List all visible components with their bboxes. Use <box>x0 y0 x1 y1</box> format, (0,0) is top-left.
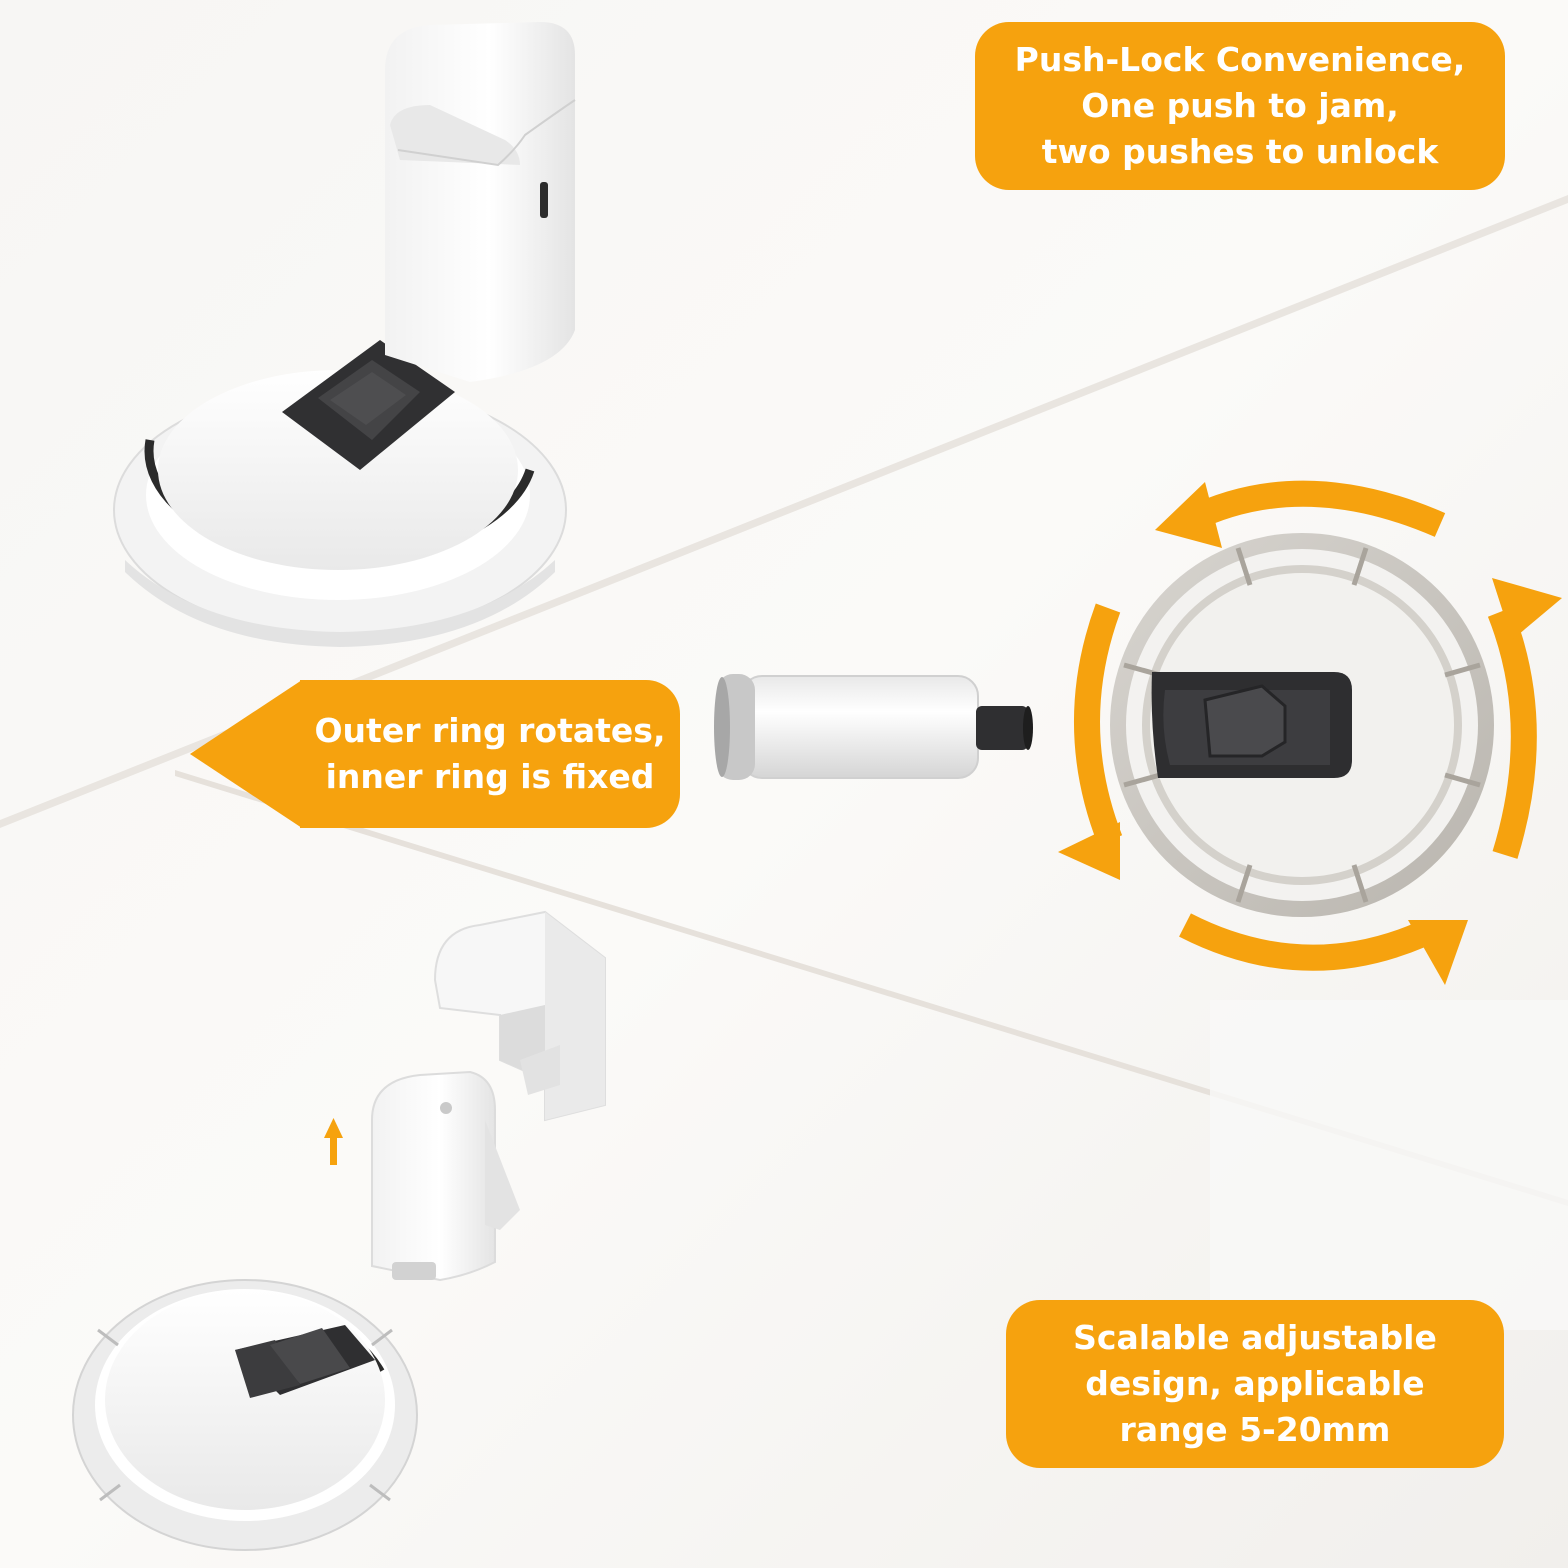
callout-outer-ring-line-1: Outer ring rotates, <box>314 711 666 750</box>
callout-adjustable-line-3: range 5-20mm <box>1119 1410 1391 1449</box>
assembled-door-stopper <box>113 22 576 647</box>
rotate-arrow-icon <box>1074 480 1537 971</box>
callout-adjustable-line-1: Scalable adjustable <box>1073 1318 1437 1357</box>
callout-outer-ring: Outer ring rotates, inner ring is fixed <box>300 680 680 828</box>
up-arrow-icon <box>324 1118 343 1165</box>
callout-adjustable-design: Scalable adjustable design, applicable r… <box>1006 1300 1504 1468</box>
background-window-blur <box>1210 1000 1568 1330</box>
callout-push-lock: Push-Lock Convenience, One push to jam, … <box>975 22 1505 190</box>
callout-push-lock-line-1: Push-Lock Convenience, <box>1014 40 1466 79</box>
bracket-part <box>433 910 606 1122</box>
rotate-arrow-heads <box>1058 482 1562 985</box>
callout-push-lock-line-3: two pushes to unlock <box>1041 132 1439 171</box>
magnet-cylinder <box>714 674 1033 780</box>
rotating-ring-base <box>1110 533 1494 917</box>
cylinder-part <box>371 1070 520 1282</box>
callout-adjustable-line-2: design, applicable <box>1085 1364 1425 1403</box>
ring-base-part <box>72 1279 418 1551</box>
background-divider-upper <box>0 195 1568 828</box>
callout-pointer <box>190 680 302 828</box>
callout-outer-ring-line-2: inner ring is fixed <box>325 757 655 796</box>
callout-push-lock-line-2: One push to jam, <box>1081 86 1399 125</box>
